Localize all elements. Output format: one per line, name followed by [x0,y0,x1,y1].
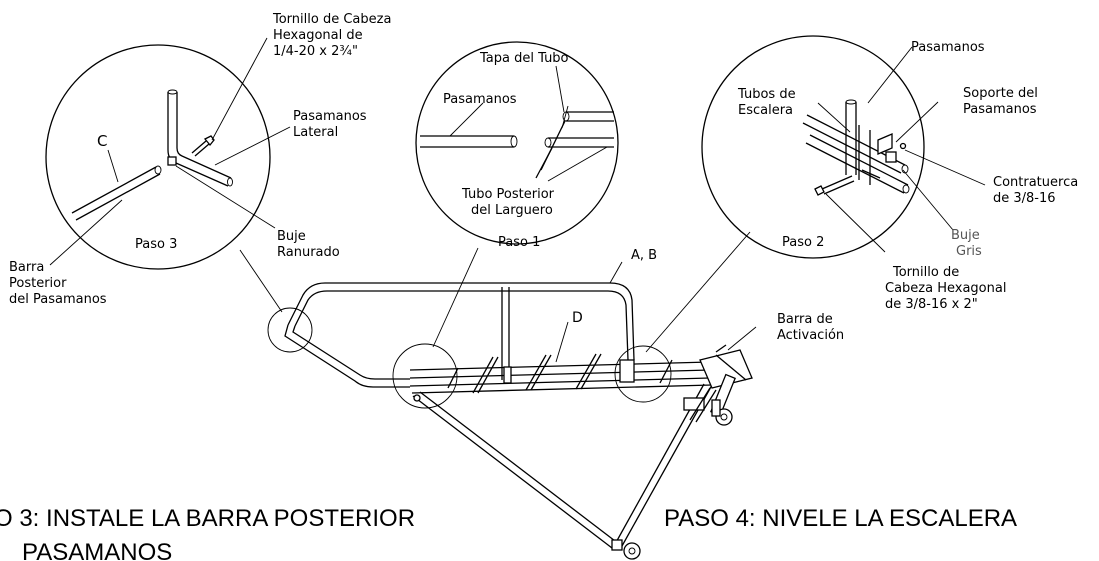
label-support-line1: Soporte del [963,86,1038,101]
label-side-rail-line2: Lateral [293,125,338,140]
label-part-ab: A, B [631,248,657,263]
label-part-d: D [572,310,583,326]
handrail-support-bracket [861,133,897,179]
label-paso-2: Paso 2 [782,235,824,250]
detail-circle-step2: Pasamanos Tubos de Escalera Soporte del … [701,35,1078,312]
label-locknut-line1: Contratuerca [993,175,1078,190]
label-rear-bar-line2: Posterior [9,276,67,291]
label-hex-screw-3-8-line1: Tornillo de [892,265,959,280]
label-slotted-bushing-line2: Ranurado [277,245,340,260]
label-hex-screw-3-8-line3: de 3/8-16 x 2" [885,297,978,312]
slotted-bushing [167,156,177,166]
label-rear-tube-line2: del Larguero [471,203,553,218]
label-side-rail-line1: Pasamanos [293,109,367,124]
label-handrail-step1: Pasamanos [443,92,517,107]
callout-lines [239,231,751,353]
upper-wheel [711,399,733,426]
label-rear-bar-line1: Barra [9,260,44,275]
label-locknut-line2: de 3/8-16 [993,191,1056,206]
label-gray-bushing-line1: Buje [951,228,980,243]
label-support-line2: Pasamanos [963,102,1037,117]
handrail-tube [420,135,518,148]
label-slotted-bushing-line1: Buje [277,229,306,244]
heading-step4: PASO 4: NIVELE LA ESCALERA [664,505,1017,532]
label-gray-bushing-line2: Gris [956,244,982,259]
hex-screw-1-4 [191,135,215,157]
label-part-c: C [97,132,107,150]
label-hex-screw-line2: Hexagonal de [273,28,363,43]
label-ladder-tubes-line2: Escalera [738,103,793,118]
rear-stringer-tube [535,105,614,179]
label-hex-screw-line3: 1/4-20 x 2¾" [273,44,358,59]
label-rear-bar-line3: del Pasamanos [9,292,107,307]
rear-handrail-bar [71,165,162,221]
label-activation-bar-line2: Activación [777,328,844,343]
heading-step3: O 3: INSTALE LA BARRA POSTERIOR [0,505,415,532]
label-rear-tube-line1: Tubo Posterior [461,187,555,202]
label-paso-1: Paso 1 [498,235,540,250]
heading-step3-line2: PASAMANOS [22,539,172,561]
label-handrail-step2: Pasamanos [911,40,985,55]
detail-circle-step1: Tapa del Tubo Pasamanos Tubo Posterior d… [415,41,619,250]
label-tube-cap: Tapa del Tubo [479,51,569,66]
ladder-frame [267,261,757,560]
label-paso-3: Paso 3 [135,237,177,252]
lock-nut [899,142,907,150]
lower-wheel [611,539,641,560]
label-ladder-tubes-line1: Tubos de [737,87,796,102]
hex-screw-3-8 [814,175,855,196]
label-activation-bar-line1: Barra de [777,312,833,327]
activation-bar-assembly [683,344,753,423]
detail-circle-step3: Tornillo de Cabeza Hexagonal de 1/4-20 x… [9,12,391,307]
label-hex-screw-3-8-line2: Cabeza Hexagonal [885,281,1006,296]
label-hex-screw-line1: Tornillo de Cabeza [272,12,391,27]
